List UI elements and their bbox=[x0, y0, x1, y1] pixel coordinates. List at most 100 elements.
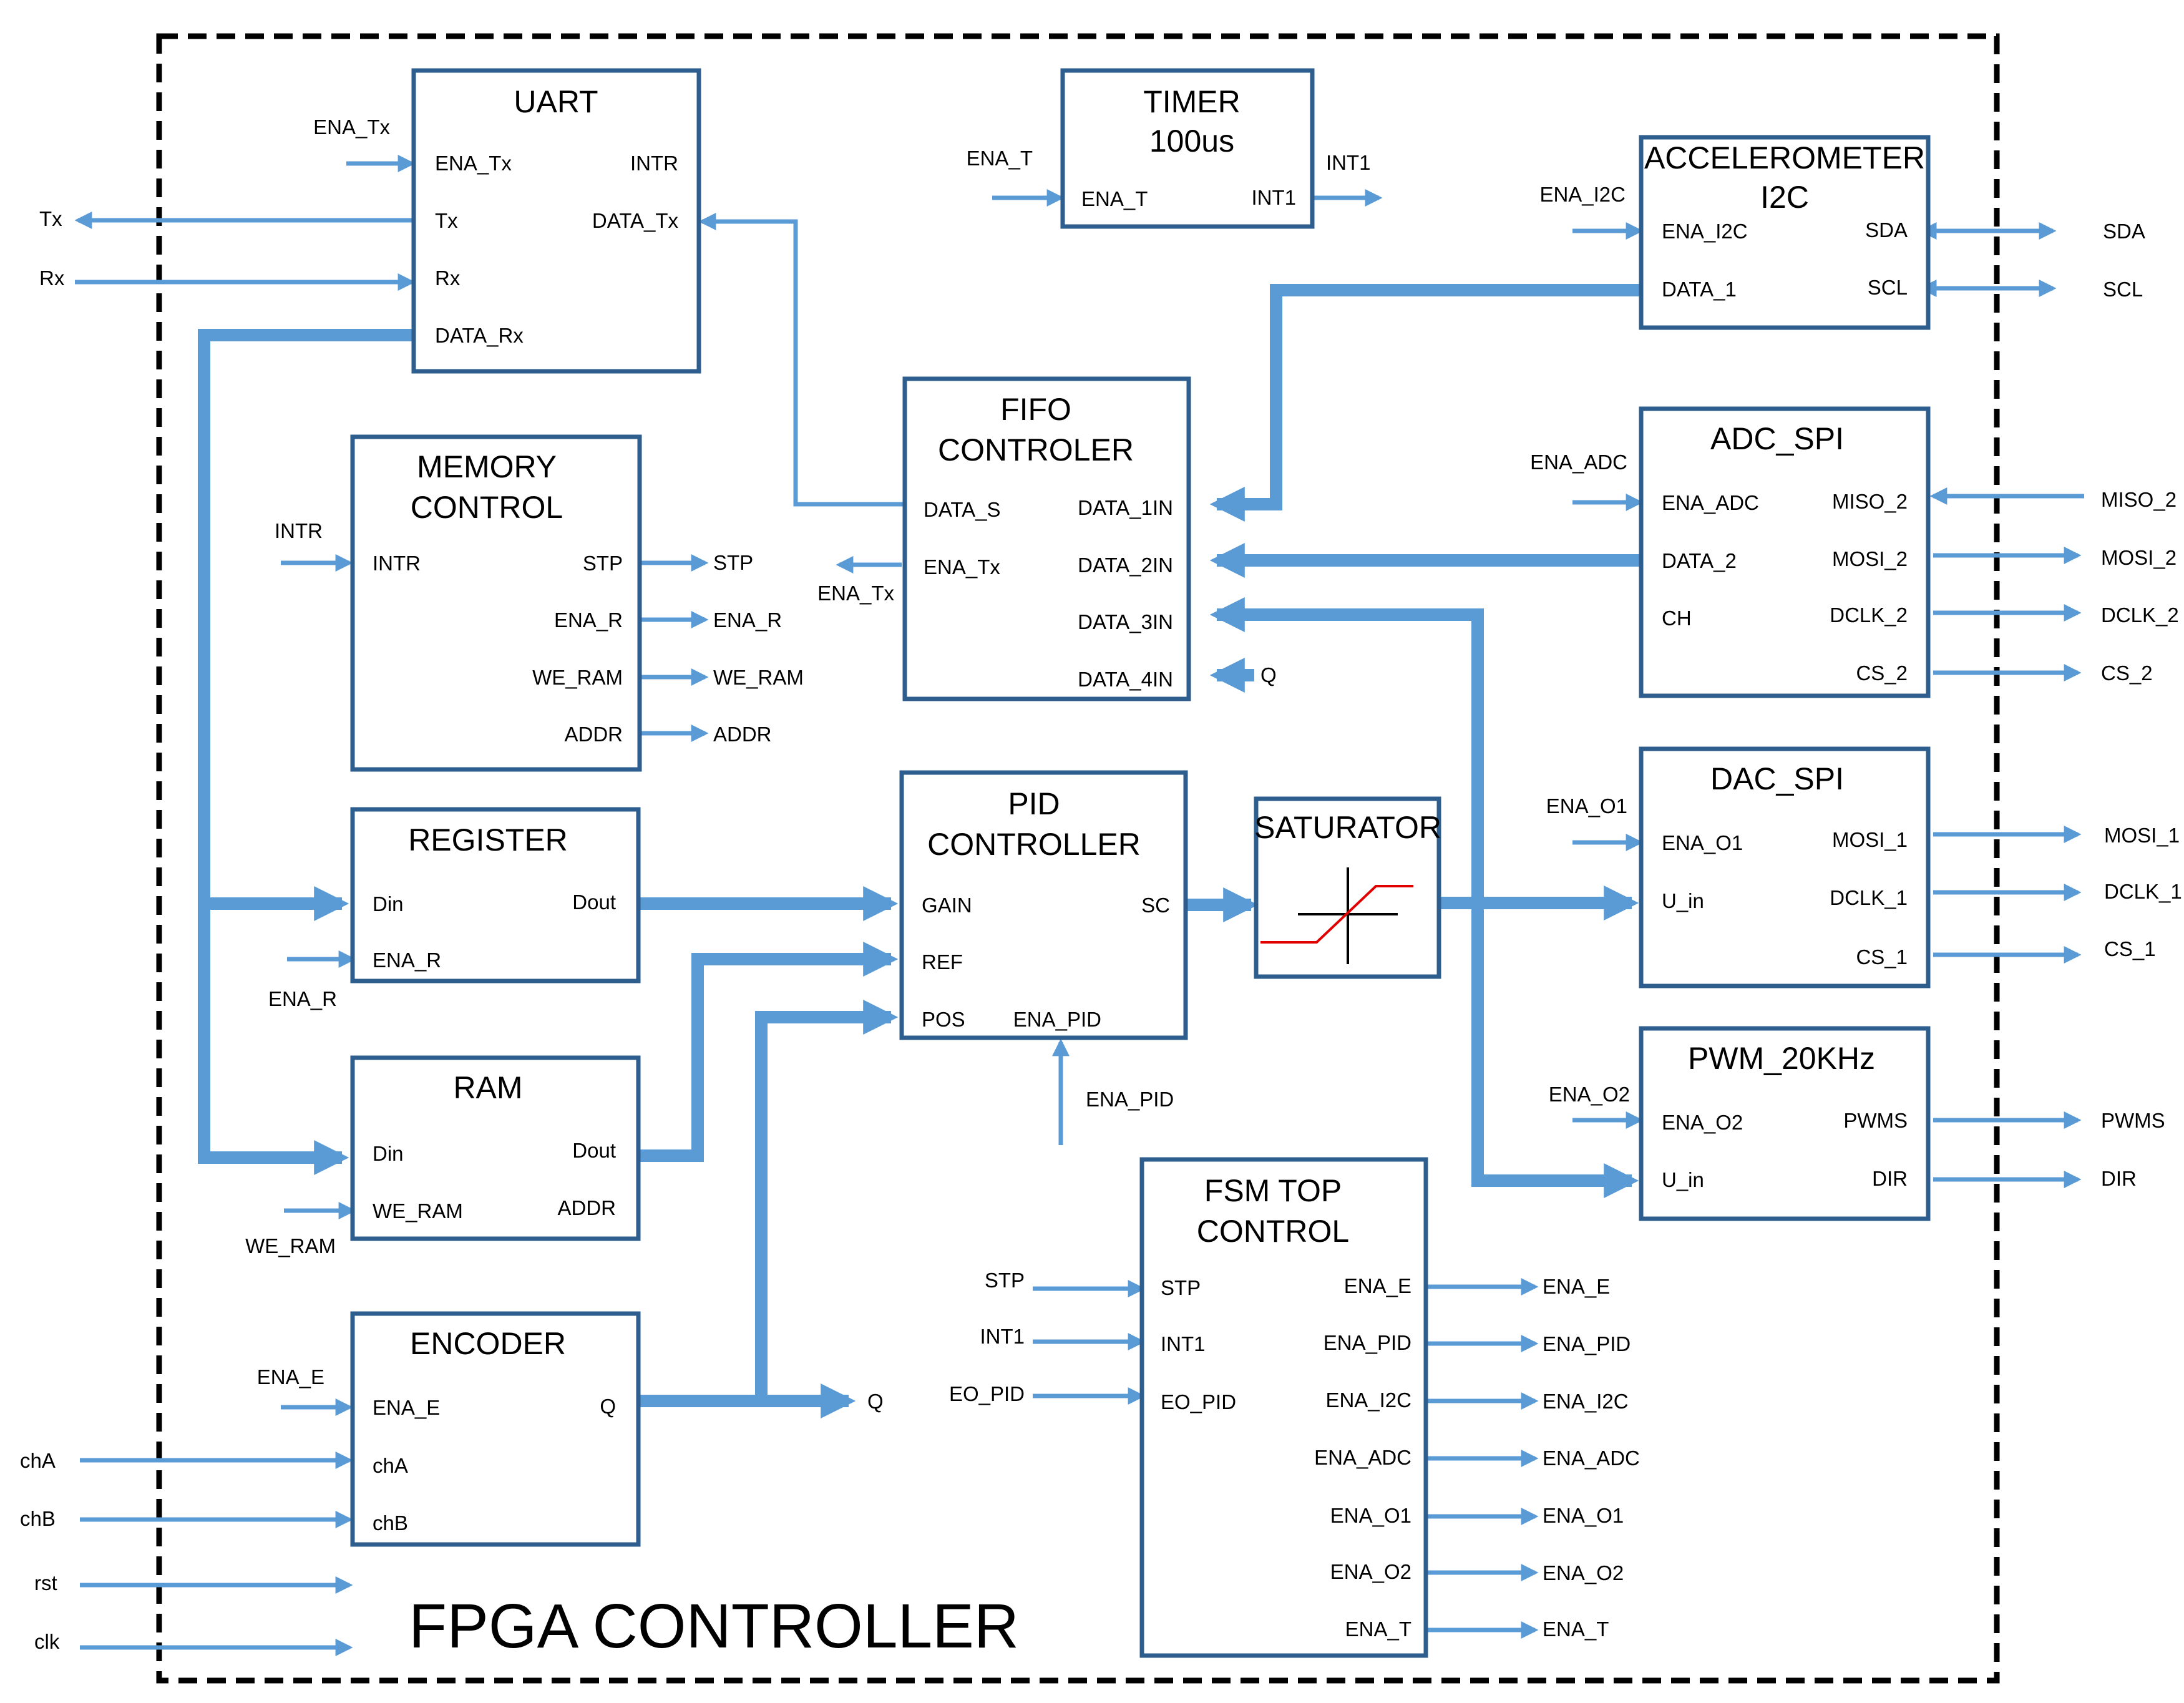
dac-spi-box bbox=[1639, 746, 1931, 988]
register-title: REGISTER bbox=[408, 822, 568, 857]
fsm-box bbox=[1139, 1157, 1428, 1658]
fsm-port-ena-pid: ENA_PID bbox=[1324, 1331, 1411, 1354]
timer-port-ena-t: ENA_T bbox=[1081, 187, 1148, 210]
adc-spi-block: ADC_SPI ENA_ADC DATA_2 CH MISO_2 MOSI_2 … bbox=[1639, 406, 1931, 698]
label-sda: SDA bbox=[2103, 220, 2145, 243]
register-box bbox=[350, 807, 641, 983]
pwm-port-u-in: U_in bbox=[1662, 1168, 1704, 1191]
pwm-port-ena-o2: ENA_O2 bbox=[1662, 1111, 1743, 1134]
label-rx: Rx bbox=[39, 266, 65, 290]
fifo-port-data-3in: DATA_3IN bbox=[1078, 610, 1173, 633]
buses bbox=[198, 284, 1640, 1418]
memory-control-box bbox=[350, 434, 642, 772]
saturator-to-pwm-u-in-bus bbox=[1471, 903, 1639, 1198]
label-dir: DIR bbox=[2101, 1167, 2137, 1190]
encoder-block: ENCODER ENA_E chA chB Q bbox=[350, 1311, 641, 1547]
ram-port-we-ram: WE_RAM bbox=[373, 1199, 463, 1222]
memctl-port-intr: INTR bbox=[373, 552, 421, 575]
fifo-block: FIFO CONTROLER DATA_S ENA_Tx DATA_1IN DA… bbox=[902, 376, 1191, 701]
fsm-block: FSM TOP CONTROL STP INT1 EO_PID ENA_E EN… bbox=[1139, 1157, 1428, 1658]
accel-port-ena-i2c: ENA_I2C bbox=[1662, 220, 1748, 243]
accel-port-sda: SDA bbox=[1865, 218, 1908, 242]
signals bbox=[74, 155, 2084, 1656]
accelerometer-title-line2: I2C bbox=[1760, 180, 1809, 215]
uart-box bbox=[411, 68, 701, 374]
dac-spi-block: DAC_SPI ENA_O1 U_in MOSI_1 DCLK_1 CS_1 bbox=[1639, 746, 1931, 988]
adc-port-cs-2: CS_2 bbox=[1856, 661, 1908, 685]
label-timer-ena-t: ENA_T bbox=[967, 147, 1033, 170]
uart-port-ena-tx: ENA_Tx bbox=[435, 152, 512, 175]
ram-port-dout: Dout bbox=[572, 1139, 616, 1162]
label-reg-ena-r: ENA_R bbox=[268, 987, 337, 1010]
uart-block: UART ENA_Tx Tx Rx DATA_Rx INTR DATA_Tx bbox=[411, 68, 701, 374]
encoder-box bbox=[350, 1311, 641, 1547]
dac-port-mosi-1: MOSI_1 bbox=[1832, 828, 1908, 851]
ram-dout-to-ref-bus bbox=[636, 942, 899, 1162]
fifo-port-ena-tx: ENA_Tx bbox=[924, 555, 1000, 578]
label-uart-ena-tx: ENA_Tx bbox=[313, 115, 390, 139]
ram-port-addr: ADDR bbox=[557, 1196, 616, 1219]
register-block: REGISTER Din ENA_R Dout bbox=[350, 807, 641, 983]
label-fsm-out-ena-pid: ENA_PID bbox=[1543, 1332, 1631, 1355]
ram-port-din: Din bbox=[373, 1142, 404, 1165]
dac-port-cs-1: CS_1 bbox=[1856, 945, 1908, 969]
dac-port-ena-o1: ENA_O1 bbox=[1662, 831, 1743, 854]
dac-port-dclk-1: DCLK_1 bbox=[1830, 886, 1908, 909]
pwm-title: PWM_20KHz bbox=[1688, 1041, 1875, 1076]
fpga-boundary bbox=[156, 33, 2000, 1684]
uart-port-intr: INTR bbox=[630, 152, 678, 175]
uart-port-rx: Rx bbox=[435, 266, 461, 290]
memory-control-block: MEMORY CONTROL INTR STP ENA_R WE_RAM ADD… bbox=[350, 434, 642, 772]
pid-port-ena-pid: ENA_PID bbox=[1013, 1008, 1101, 1031]
label-fsm-out-ena-t: ENA_T bbox=[1543, 1618, 1609, 1641]
accel-port-data-1: DATA_1 bbox=[1662, 278, 1737, 301]
encoder-title: ENCODER bbox=[410, 1326, 566, 1361]
label-fifo-q: Q bbox=[1260, 663, 1277, 686]
fifo-port-data-s: DATA_S bbox=[924, 498, 1000, 521]
label-dac-ena-o1: ENA_O1 bbox=[1546, 794, 1627, 817]
label-fsm-int1: INT1 bbox=[980, 1325, 1025, 1348]
label-cs-1: CS_1 bbox=[2104, 937, 2156, 960]
label-rst: rst bbox=[34, 1571, 57, 1594]
label-fifo-ena-tx: ENA_Tx bbox=[817, 582, 894, 605]
label-scl: SCL bbox=[2103, 278, 2143, 301]
fsm-title-line1: FSM TOP bbox=[1204, 1173, 1342, 1208]
label-enc-ena-e: ENA_E bbox=[257, 1365, 324, 1388]
label-tx: Tx bbox=[39, 207, 62, 230]
encoder-port-q: Q bbox=[600, 1395, 616, 1418]
register-port-din: Din bbox=[373, 892, 404, 915]
fifo-port-data-1in: DATA_1IN bbox=[1078, 496, 1173, 519]
fsm-port-int1: INT1 bbox=[1161, 1332, 1206, 1355]
label-mem-we-ram: WE_RAM bbox=[713, 666, 804, 689]
pid-controller-block: PID CONTROLLER GAIN REF POS SC ENA_PID bbox=[899, 770, 1188, 1040]
label-fsm-out-ena-e: ENA_E bbox=[1543, 1275, 1610, 1298]
uart-port-data-tx: DATA_Tx bbox=[592, 209, 679, 232]
saturator-to-pwm-bus bbox=[1209, 597, 1484, 903]
accelerometer-title-line1: ACCELEROMETER bbox=[1644, 140, 1925, 175]
label-pid-ena-pid: ENA_PID bbox=[1086, 1088, 1174, 1111]
pid-port-pos: POS bbox=[922, 1008, 965, 1031]
label-fsm-out-ena-o2: ENA_O2 bbox=[1543, 1561, 1624, 1584]
accelerometer-block: ACCELEROMETER I2C ENA_I2C DATA_1 SDA SCL bbox=[1639, 135, 1931, 330]
fsm-port-ena-t: ENA_T bbox=[1345, 1618, 1411, 1641]
dac-spi-title: DAC_SPI bbox=[1710, 761, 1844, 796]
label-mem-intr: INTR bbox=[275, 519, 323, 542]
timer-title-line1: TIMER bbox=[1143, 84, 1241, 119]
timer-block: TIMER 100us ENA_T INT1 bbox=[1060, 68, 1315, 229]
fsm-port-ena-adc: ENA_ADC bbox=[1314, 1446, 1411, 1469]
label-fsm-stp: STP bbox=[985, 1269, 1025, 1292]
label-adc-ena-adc: ENA_ADC bbox=[1530, 451, 1627, 474]
label-dclk-2: DCLK_2 bbox=[2101, 603, 2179, 627]
label-cha: chA bbox=[20, 1449, 56, 1472]
ram-box bbox=[350, 1055, 641, 1241]
register-port-ena-r: ENA_R bbox=[373, 949, 441, 972]
signal-labels: ENA_Tx Tx Rx ENA_T INT1 ENA_I2C SDA SCL … bbox=[20, 115, 2182, 1653]
label-fsm-out-ena-i2c: ENA_I2C bbox=[1543, 1390, 1629, 1413]
pwm-port-pwms: PWMS bbox=[1843, 1109, 1908, 1132]
adc-port-miso-2: MISO_2 bbox=[1832, 490, 1908, 513]
label-miso-2: MISO_2 bbox=[2101, 488, 2177, 511]
ram-block: RAM Din WE_RAM Dout ADDR bbox=[350, 1055, 641, 1241]
accel-data1-bus bbox=[1209, 284, 1640, 522]
encoder-q-to-pos-bus bbox=[755, 1000, 899, 1401]
pid-port-ref: REF bbox=[922, 950, 963, 973]
